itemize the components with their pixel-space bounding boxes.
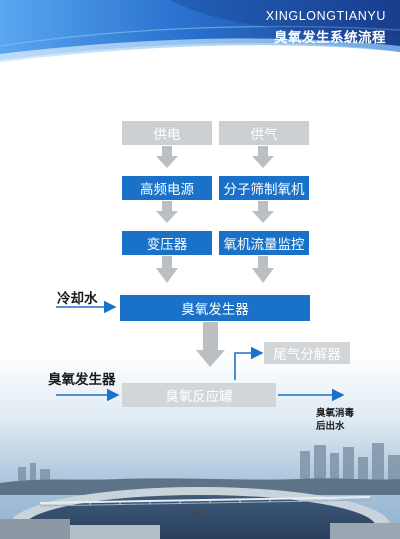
flow-arrows [156, 146, 274, 367]
output-label: 臭氧消毒 后出水 [316, 407, 354, 433]
hf-power-node: 高频电源 [122, 176, 212, 200]
arrow-down [252, 146, 274, 168]
page-number: 20 [190, 508, 204, 521]
header-swoosh [0, 0, 400, 62]
molecular-sieve-node: 分子筛制氧机 [219, 176, 309, 200]
arrow-down [156, 256, 178, 283]
ozone-generator-input-label: 臭氧发生器 [48, 372, 116, 388]
header-banner: XINGLONGTIANYU 臭氧发生系统流程 [0, 0, 400, 64]
output-label-line1: 臭氧消毒 [316, 408, 355, 419]
transformer-node: 变压器 [122, 231, 212, 255]
brand-name: XINGLONGTIANYU [265, 9, 386, 23]
arrow-down [156, 146, 178, 168]
cooling-water-label: 冷却水 [57, 291, 98, 307]
tail-gas-arrow [234, 346, 264, 380]
tail-gas-decomposer-node: 尾气分解器 [264, 342, 350, 364]
arrow-down [252, 201, 274, 223]
arrow-down [196, 322, 225, 367]
ozone-generator-node: 臭氧发生器 [120, 295, 310, 321]
output-label-line2: 后出水 [316, 421, 345, 432]
arrow-down [156, 201, 178, 223]
arrow-down [252, 256, 274, 283]
power-supply-node: 供电 [122, 121, 212, 145]
ozone-reactor-node: 臭氧反应罐 [122, 383, 276, 407]
section-title: 臭氧发生系统流程 [274, 30, 386, 46]
blue-flow-lines [56, 300, 345, 402]
gas-supply-node: 供气 [219, 121, 309, 145]
oxygen-flow-monitor-node: 氧机流量监控 [219, 231, 309, 255]
